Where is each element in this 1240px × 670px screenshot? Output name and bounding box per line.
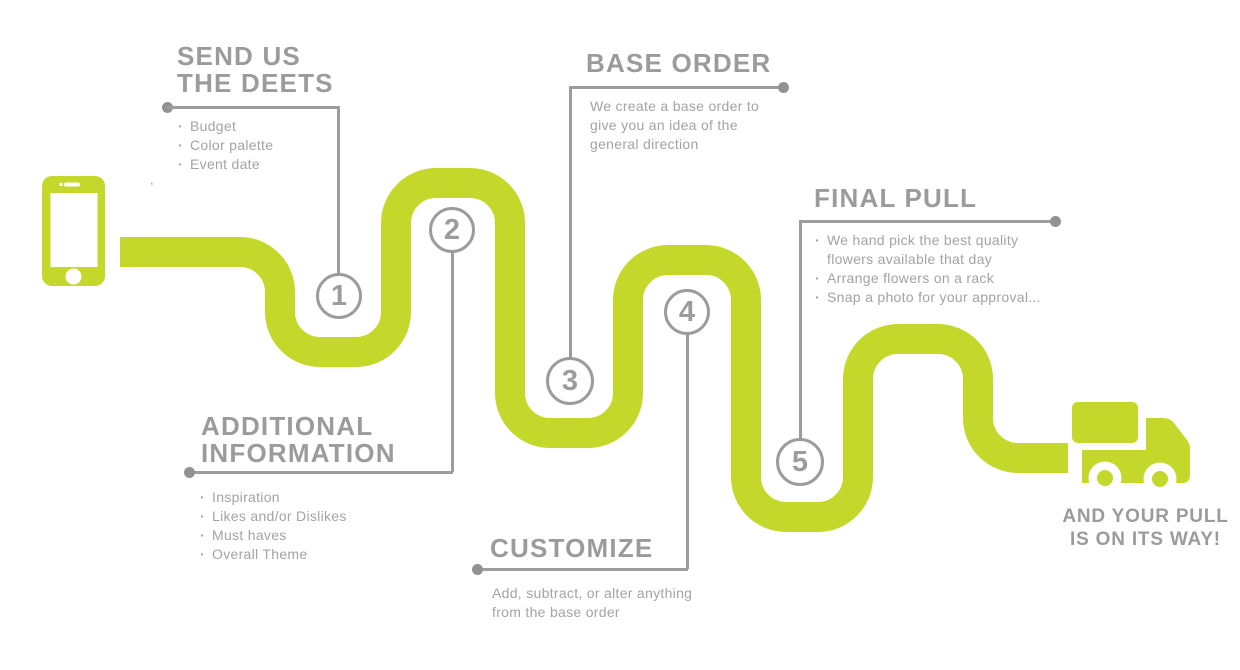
step-3-number: 3 bbox=[561, 364, 579, 397]
step-5-title: FINAL PULL bbox=[814, 185, 977, 212]
step-2-connector-vline bbox=[451, 252, 454, 472]
step-1-connector-vline bbox=[337, 106, 340, 274]
step-4-title: CUSTOMIZE bbox=[490, 535, 653, 562]
step-2-bullet: Must haves bbox=[199, 526, 347, 545]
step-2-node: 2 bbox=[429, 207, 475, 253]
step-1-bullet: Event date bbox=[177, 155, 273, 174]
step-3-title-line-1: BASE ORDER bbox=[586, 48, 772, 78]
step-4-number: 4 bbox=[678, 295, 696, 328]
step-3-connector-hline bbox=[569, 86, 783, 89]
step-3-connector-dot bbox=[778, 82, 789, 93]
step-2-connector-hline bbox=[189, 471, 453, 474]
step-4-connector-dot bbox=[472, 564, 483, 575]
step-1-title: SEND US THE DEETS bbox=[177, 43, 334, 97]
smartphone-icon bbox=[42, 176, 105, 286]
step-2-title: ADDITIONAL INFORMATION bbox=[201, 413, 396, 467]
step-1-number: 1 bbox=[330, 279, 348, 312]
step-5-title-line-1: FINAL PULL bbox=[814, 183, 978, 213]
step-2-bullet: Inspiration bbox=[199, 488, 347, 507]
journey-path bbox=[120, 168, 1068, 532]
step-1-bullet: Color palette bbox=[177, 136, 273, 155]
step-2-bullet-list: Inspiration Likes and/or Dislikes Must h… bbox=[199, 488, 347, 564]
step-2-bullet: Overall Theme bbox=[199, 545, 347, 564]
step-2-connector-dot bbox=[184, 467, 195, 478]
step-1-connector-hline bbox=[167, 106, 340, 109]
step-1-node: 1 bbox=[316, 273, 362, 319]
delivery-truck-icon bbox=[1072, 402, 1190, 496]
step-5-bullet: Snap a photo for your approval... bbox=[814, 288, 1062, 307]
step-1-bullet: Budget bbox=[177, 117, 273, 136]
end-label: AND YOUR PULL IS ON ITS WAY! bbox=[1058, 505, 1233, 551]
end-label-line-2: IS ON ITS WAY! bbox=[1070, 529, 1221, 550]
step-2-bullet: Likes and/or Dislikes bbox=[199, 507, 347, 526]
step-3-title: BASE ORDER bbox=[586, 50, 771, 77]
step-4-connector-hline bbox=[477, 568, 688, 571]
step-5-connector-vline bbox=[799, 220, 802, 438]
step-1-title-line-2: THE DEETS bbox=[177, 68, 334, 98]
step-5-connector-hline bbox=[799, 220, 1056, 223]
step-4-node: 4 bbox=[664, 289, 710, 335]
step-1-title-line-1: SEND US bbox=[177, 41, 301, 71]
step-5-bullet: Arrange flowers on a rack bbox=[814, 269, 1062, 288]
step-3-connector-vline bbox=[569, 86, 572, 358]
step-4-description: Add, subtract, or alter anything from th… bbox=[492, 585, 693, 620]
step-5-connector-dot bbox=[1050, 216, 1061, 227]
step-5-node: 5 bbox=[776, 438, 824, 486]
end-label-line-1: AND YOUR PULL bbox=[1062, 506, 1229, 527]
step-2-title-line-2: INFORMATION bbox=[201, 438, 396, 468]
step-3-node: 3 bbox=[546, 357, 594, 405]
step-5-number: 5 bbox=[791, 445, 809, 478]
step-5-bullet: We hand pick the best quality flowers av… bbox=[814, 231, 1062, 269]
step-4-connector-vline bbox=[686, 334, 689, 569]
step-2-title-line-1: ADDITIONAL bbox=[201, 411, 374, 441]
stray-mark: , bbox=[150, 172, 154, 187]
step-4-title-line-1: CUSTOMIZE bbox=[490, 533, 654, 563]
step-3-description: We create a base order to give you an id… bbox=[590, 98, 760, 152]
step-1-bullet-list: Budget Color palette Event date bbox=[177, 117, 273, 174]
step-2-number: 2 bbox=[443, 213, 461, 246]
step-5-bullet-list: We hand pick the best quality flowers av… bbox=[814, 231, 1062, 307]
